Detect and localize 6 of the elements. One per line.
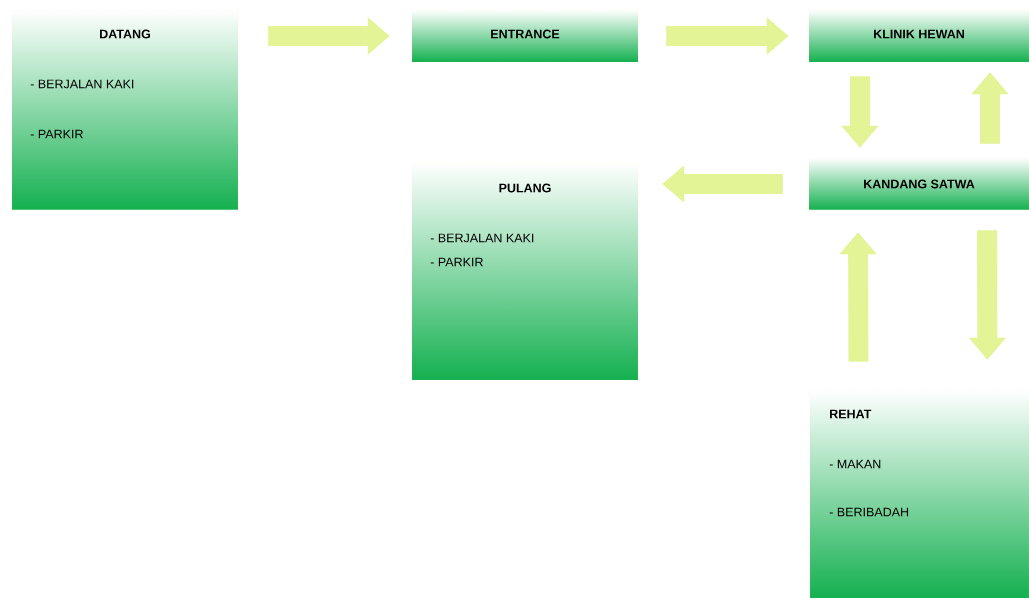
process-box: DATANG - BERJALAN KAKI - PARKIR bbox=[11, 9, 239, 211]
process-box: KANDANG SATWA bbox=[808, 157, 1029, 211]
process-box: ENTRANCE bbox=[411, 9, 639, 63]
process-box: PULANG - BERJALAN KAKI - PARKIR bbox=[411, 162, 639, 381]
process-box: REHAT - MAKAN - BERIBADAH bbox=[809, 389, 1029, 598]
process-box: KLINIK HEWAN bbox=[808, 9, 1029, 63]
